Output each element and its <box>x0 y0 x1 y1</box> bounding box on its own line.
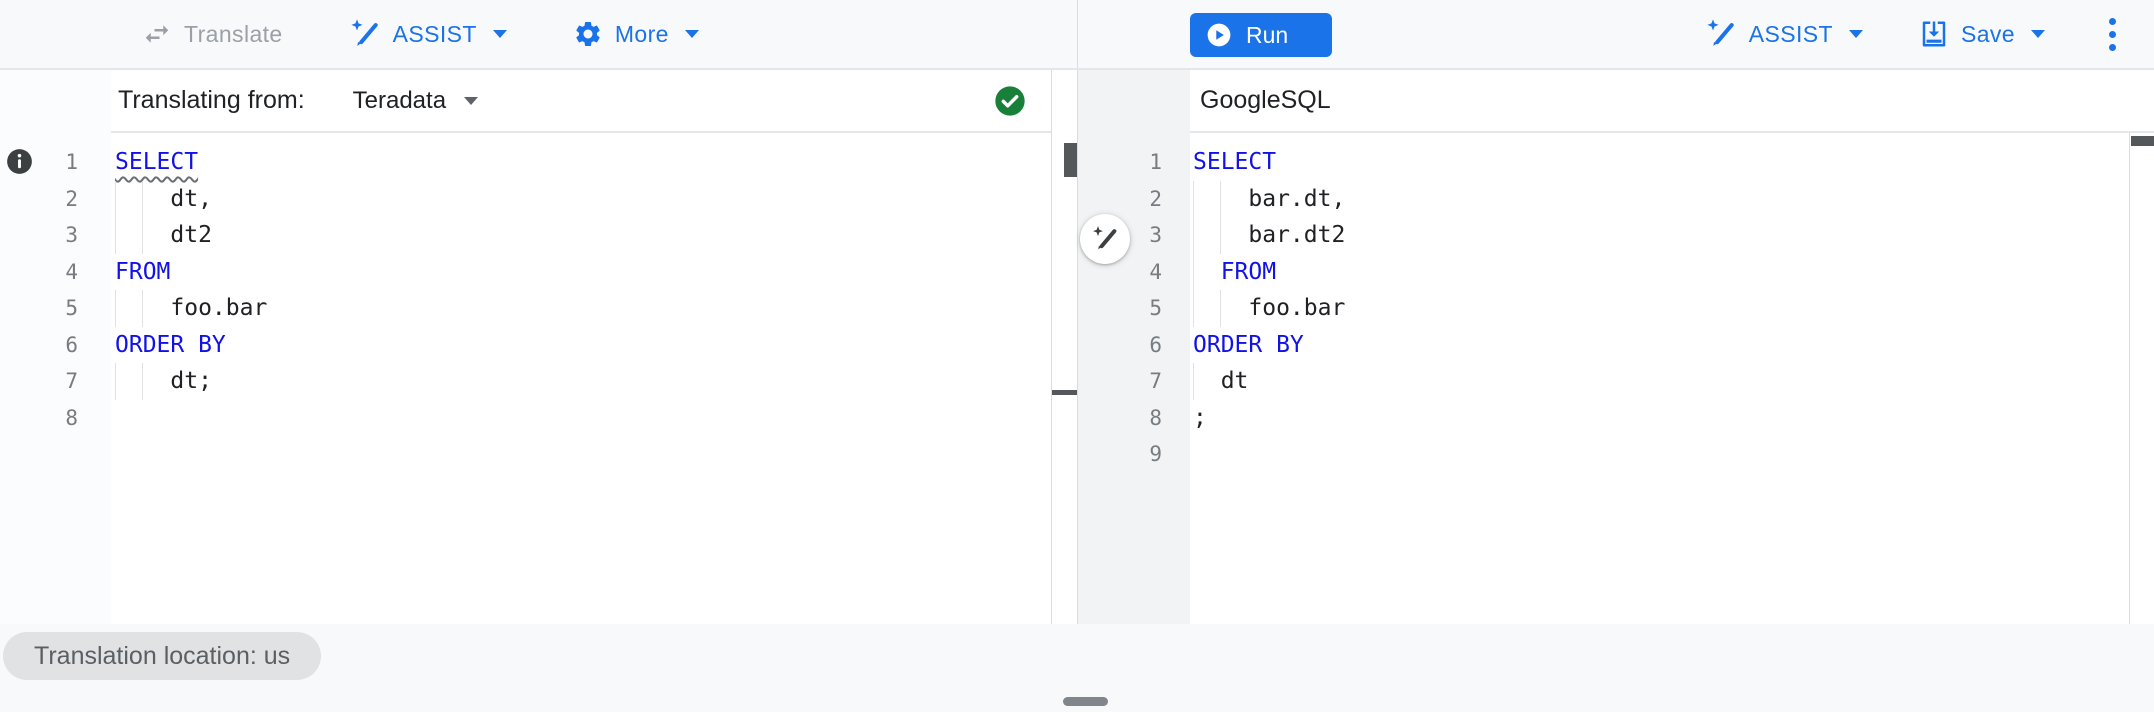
kebab-dot <box>2109 30 2116 38</box>
result-line-numbers: 1 2 3 4 5 6 7 8 9 <box>1078 144 1190 473</box>
line-number: 1 <box>65 150 78 174</box>
code-line: dt <box>1193 363 2129 400</box>
panel-border <box>1051 70 1052 624</box>
result-toolbar-actions: ASSIST Save <box>1705 0 2124 68</box>
panel-resize-handle[interactable] <box>1063 697 1108 706</box>
assist-right-label: ASSIST <box>1748 20 1833 47</box>
source-vertical-scroll-thumb[interactable] <box>1064 143 1077 177</box>
assist-label: ASSIST <box>392 20 477 47</box>
code-line: ORDER BY <box>1193 331 1304 358</box>
source-editor-gutter: 1 2 3 4 5 6 7 8 <box>0 70 111 624</box>
success-check-icon <box>995 85 1025 116</box>
code-line: SELECT <box>1193 149 1277 175</box>
pen-spark-icon <box>1093 226 1117 250</box>
code-line: SELECT <box>115 149 199 175</box>
line-number: 5 <box>65 296 78 320</box>
code-line <box>115 400 1051 437</box>
line-number: 4 <box>1149 259 1162 284</box>
run-button[interactable]: Run <box>1190 13 1332 57</box>
save-label: Save <box>1960 20 2015 47</box>
line-number: 9 <box>1149 442 1162 466</box>
code-line: dt2 <box>115 217 1051 254</box>
translating-from-label: Translating from: <box>118 86 305 114</box>
line-number: 2 <box>65 186 78 211</box>
line-number: 3 <box>1149 223 1162 247</box>
pen-spark-icon <box>1707 19 1734 46</box>
line-number: 7 <box>1149 369 1162 393</box>
code-line: bar.dt2 <box>1193 217 2129 254</box>
source-scrollbar <box>1052 70 1077 624</box>
result-scrollbar <box>2129 133 2154 624</box>
code-line: bar.dt, <box>1193 180 2129 217</box>
code-line: ORDER BY <box>115 331 226 358</box>
code-line: ; <box>1193 404 1207 431</box>
overflow-menu-button[interactable] <box>2101 12 2124 57</box>
result-editor-header: GoogleSQL <box>1190 70 2154 133</box>
editor-split-view: 1 2 3 4 5 6 7 8 Translating from: Teradata SELE… <box>0 70 2154 624</box>
run-label: Run <box>1246 21 1289 48</box>
code-line: foo.bar <box>115 290 1051 327</box>
assist-menu-left[interactable]: ASSIST <box>349 18 507 50</box>
chevron-down-icon <box>492 30 507 38</box>
chevron-down-icon <box>2031 30 2045 38</box>
result-vertical-scroll-thumb[interactable] <box>2131 136 2154 146</box>
assist-suggestion-button[interactable] <box>1080 214 1130 264</box>
line-number: 8 <box>1149 405 1162 430</box>
source-dialect-value: Teradata <box>352 86 447 114</box>
swap-arrows-icon <box>145 25 169 43</box>
source-line-numbers: 1 2 3 4 5 6 7 8 <box>0 144 111 436</box>
panel-border <box>1077 70 1078 624</box>
kebab-dot <box>2109 17 2116 25</box>
code-line: dt; <box>115 363 1051 400</box>
play-circle-icon <box>1207 23 1231 47</box>
source-editor-header: Translating from: Teradata <box>111 70 1051 133</box>
info-icon[interactable] <box>6 148 33 175</box>
code-line: dt, <box>115 180 1051 217</box>
gear-icon <box>576 21 600 46</box>
code-line: FROM <box>115 258 171 285</box>
line-number: 6 <box>1149 332 1162 357</box>
line-number: 7 <box>65 369 78 393</box>
chevron-down-icon <box>1848 30 1863 38</box>
line-number: 4 <box>65 259 78 284</box>
more-label: More <box>614 20 669 47</box>
translation-location-text: Translation location: us <box>34 641 291 670</box>
source-dialect-dropdown[interactable]: Teradata <box>352 86 479 115</box>
chevron-down-icon <box>464 96 479 105</box>
translate-button[interactable]: Translate <box>142 19 283 49</box>
line-number: 8 <box>65 405 78 430</box>
result-editor-gutter: 1 2 3 4 5 6 7 8 9 <box>1078 70 1190 624</box>
line-number: 1 <box>1149 150 1162 174</box>
kebab-dot <box>2109 43 2116 51</box>
pen-spark-icon <box>351 19 378 46</box>
code-line: foo.bar <box>1193 290 2129 327</box>
save-menu[interactable]: Save <box>1919 19 2045 49</box>
save-icon <box>1922 21 1946 47</box>
chevron-down-icon <box>684 30 699 38</box>
result-dialect-title: GoogleSQL <box>1200 86 1331 114</box>
assist-menu-right[interactable]: ASSIST <box>1705 18 1863 50</box>
line-number: 3 <box>65 223 78 247</box>
line-number: 5 <box>1149 296 1162 320</box>
code-line: FROM <box>1193 253 2129 290</box>
bottom-status-bar: Translation location: us <box>0 624 2154 712</box>
line-number: 2 <box>1149 186 1162 211</box>
source-scroll-marker[interactable] <box>1052 390 1077 395</box>
translation-location-chip: Translation location: us <box>3 632 322 680</box>
top-toolbar: Translate ASSIST More <box>0 0 2154 70</box>
more-menu[interactable]: More <box>573 19 699 49</box>
translate-label: Translate <box>184 20 283 47</box>
line-number: 6 <box>65 332 78 357</box>
code-line <box>1193 436 2129 473</box>
source-toolbar-actions: Translate ASSIST More <box>142 0 699 68</box>
toolbar-divider <box>1077 0 1078 68</box>
